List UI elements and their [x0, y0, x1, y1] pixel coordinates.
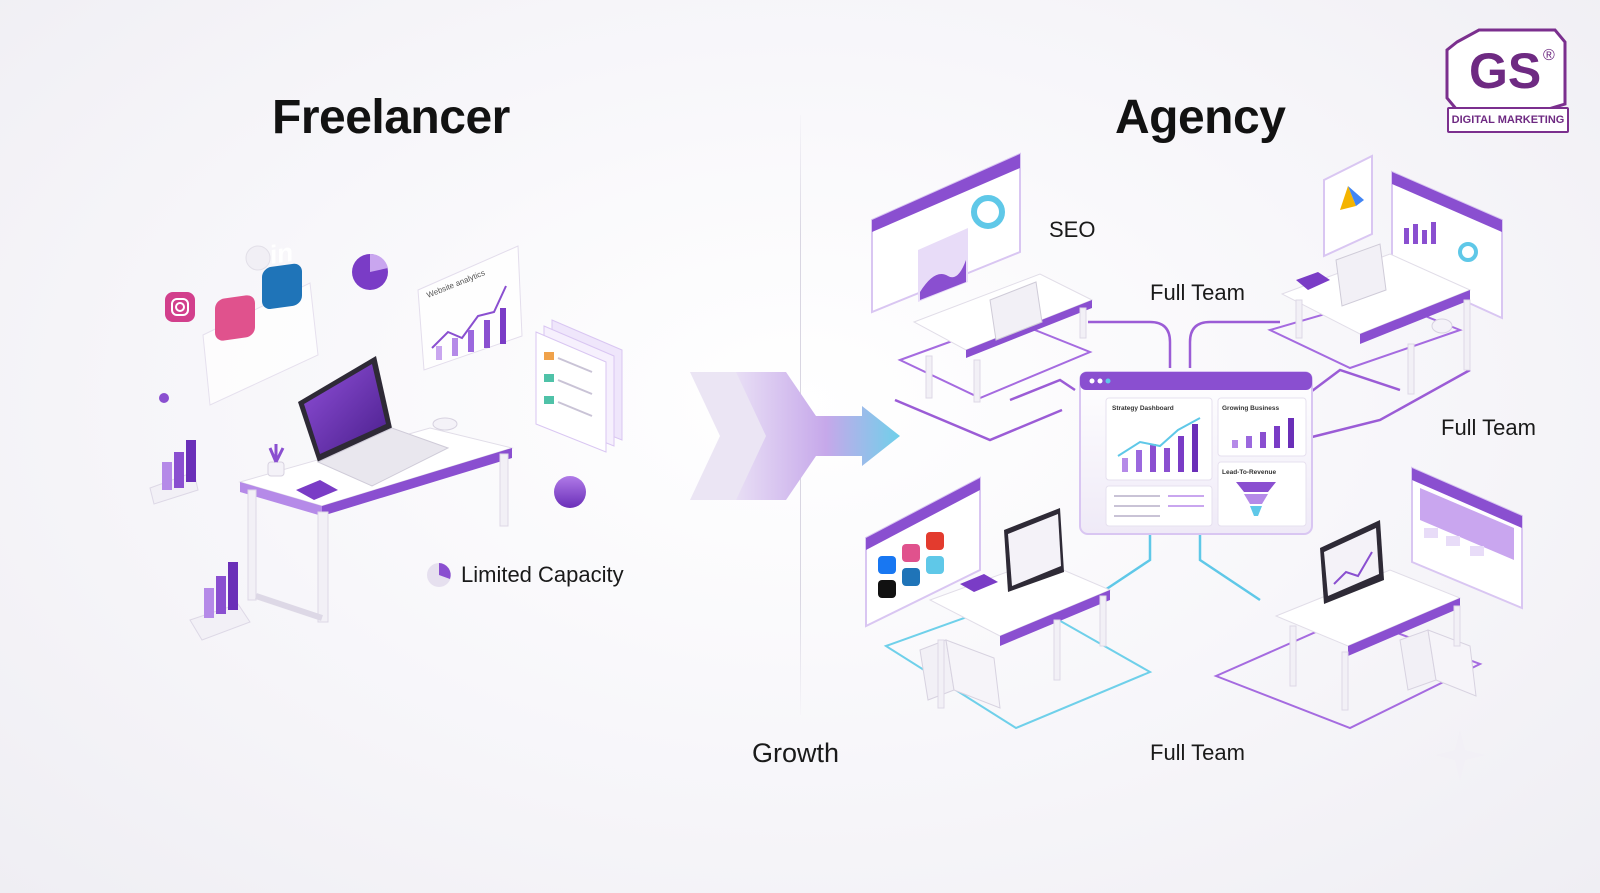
bar-blocks-top — [149, 440, 199, 505]
freelancer-title: Freelancer — [272, 91, 510, 144]
logo-registered: ® — [1543, 47, 1555, 64]
svg-text:in: in — [270, 237, 293, 270]
workstation-ads — [1280, 154, 1503, 395]
logo-tagline: DIGITAL MARKETING — [1447, 107, 1569, 133]
dot-decor — [159, 393, 169, 403]
full-team-label-bottom: Full Team — [1150, 740, 1245, 765]
bar-blocks-bottom — [189, 562, 251, 641]
strategy-dashboard-panel: Strategy Dashboard Growing Business Lead… — [1079, 371, 1313, 535]
full-team-label-top: Full Team — [1150, 280, 1245, 305]
logo-hexagon: GS ® — [1445, 28, 1567, 112]
funnel-label: Lead-To-Revenue — [1222, 469, 1276, 476]
limited-capacity-label: Limited Capacity — [461, 562, 624, 587]
brand-logo: GS ® — [1445, 28, 1567, 134]
instagram-icon-small — [165, 292, 195, 322]
linkedin-icon — [902, 568, 920, 586]
sparkle-icon — [1435, 730, 1485, 780]
network-lines — [894, 320, 1471, 602]
workstation-social — [865, 476, 1112, 709]
full-team-label-right: Full Team — [1441, 415, 1536, 440]
facebook-icon — [878, 556, 896, 574]
agency-title: Agency — [1115, 91, 1286, 144]
laptop-icon — [298, 356, 450, 487]
growth-label: Growth — [752, 738, 840, 768]
tiktok-icon — [878, 580, 896, 598]
growing-business-label: Growing Business — [1222, 405, 1279, 412]
seo-label: SEO — [1049, 217, 1096, 242]
instagram-icon — [902, 544, 920, 562]
social-card: in — [202, 237, 319, 406]
youtube-icon — [926, 532, 944, 550]
capacity-pie-icon — [427, 563, 451, 587]
pie-chart-icon — [352, 253, 388, 290]
strategy-dashboard-label: Strategy Dashboard — [1112, 405, 1174, 412]
workstation-seo — [871, 152, 1094, 403]
sphere-purple — [554, 476, 586, 508]
desk-accessories — [267, 417, 458, 500]
task-list-panels — [535, 319, 623, 453]
growth-arrow-icon — [690, 372, 900, 500]
logo-mark: GS — [1469, 43, 1541, 99]
workstation-web — [1274, 466, 1523, 711]
instagram-alt-icon — [926, 556, 944, 574]
sphere-decor — [245, 245, 271, 271]
website-analytics-card: Website analytics — [417, 245, 523, 371]
